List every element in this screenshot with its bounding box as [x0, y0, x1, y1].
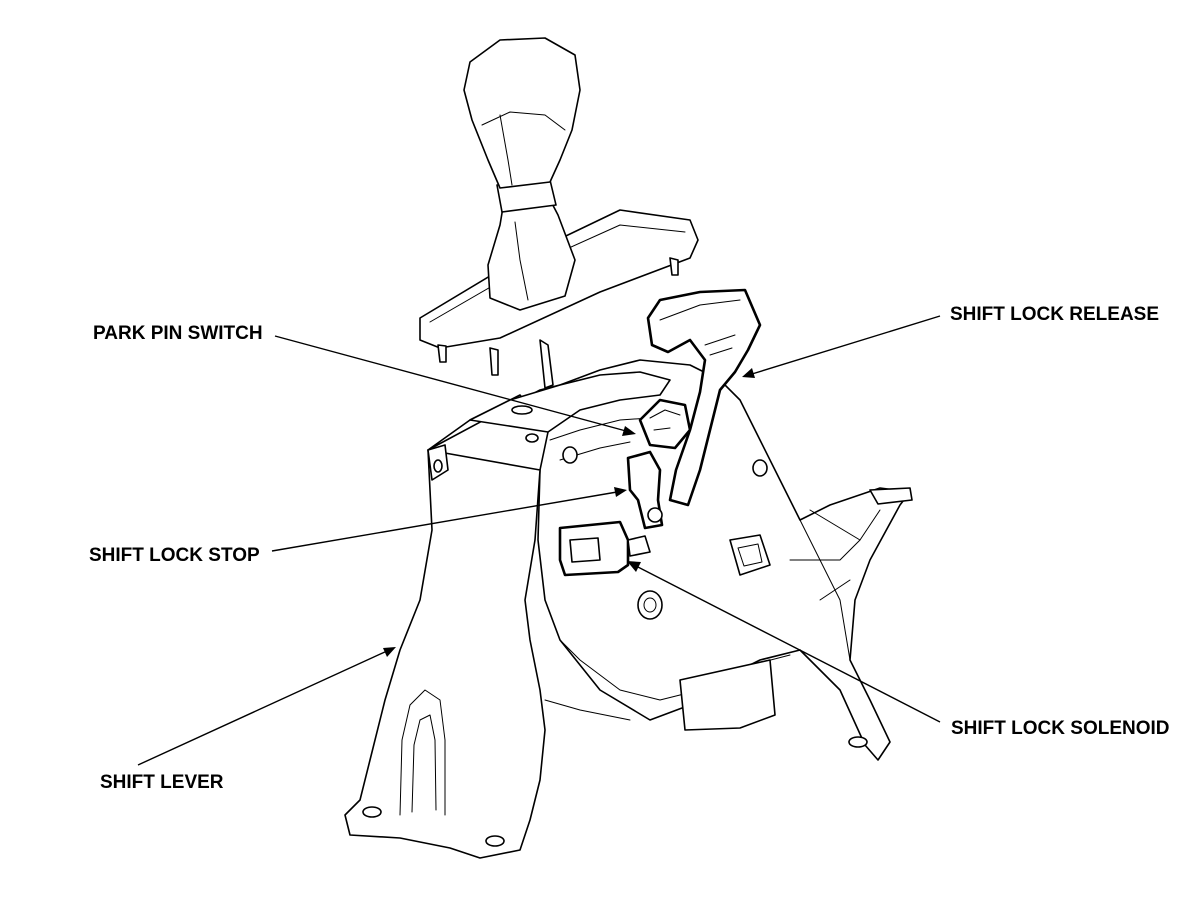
label-shift-lock-stop: SHIFT LOCK STOP — [89, 545, 260, 566]
shift-lock-release — [646, 288, 762, 507]
label-park-pin-switch: PARK PIN SWITCH — [93, 323, 263, 344]
leader-park-pin-switch — [274, 335, 636, 436]
leader-shift-lock-release — [742, 315, 941, 378]
shift-lock-stop — [626, 450, 664, 530]
leader-shift-lock-stop — [271, 487, 627, 552]
shift-lock-solenoid — [558, 520, 651, 577]
leader-shift-lever — [137, 647, 396, 766]
leader-shift-lock-solenoid — [627, 561, 941, 723]
shift-knob — [419, 37, 699, 389]
shift-lever-body — [344, 359, 913, 859]
label-shift-lock-solenoid: SHIFT LOCK SOLENOID — [951, 718, 1170, 739]
label-shift-lock-release: SHIFT LOCK RELEASE — [950, 304, 1159, 325]
label-shift-lever: SHIFT LEVER — [100, 772, 224, 793]
